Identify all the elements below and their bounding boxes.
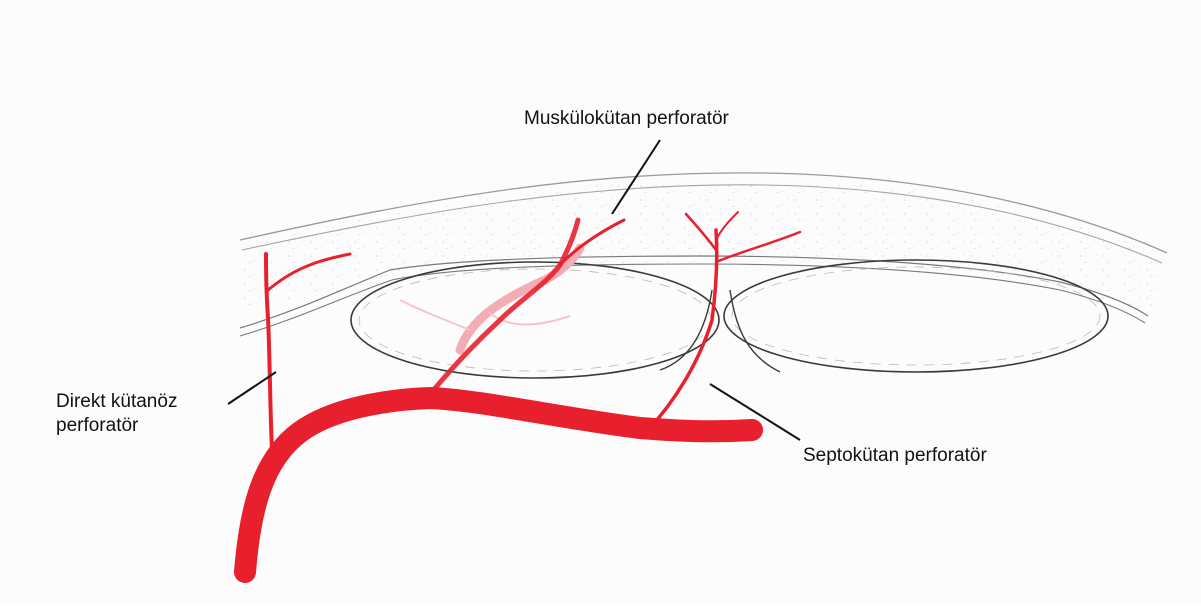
label-septocutaneous-perforator: Septokütan perforatör [803,444,987,468]
subcutaneous-layer [240,178,1165,312]
muscle-left [351,262,719,378]
label-direct-cutaneous-perforator: Direkt kütanöz perforatör [56,390,177,438]
septum-line-a [660,290,712,370]
source-vessel [245,398,752,572]
septum-line-b [730,290,780,372]
muscle-right [724,260,1108,372]
label-musculocutaneous-perforator: Muskülokütan perforatör [524,107,729,131]
label-direct-line2: perforatör [56,414,177,438]
label-direct-line1: Direkt kütanöz [56,390,177,414]
muscle-branch-twig-1 [400,300,470,330]
